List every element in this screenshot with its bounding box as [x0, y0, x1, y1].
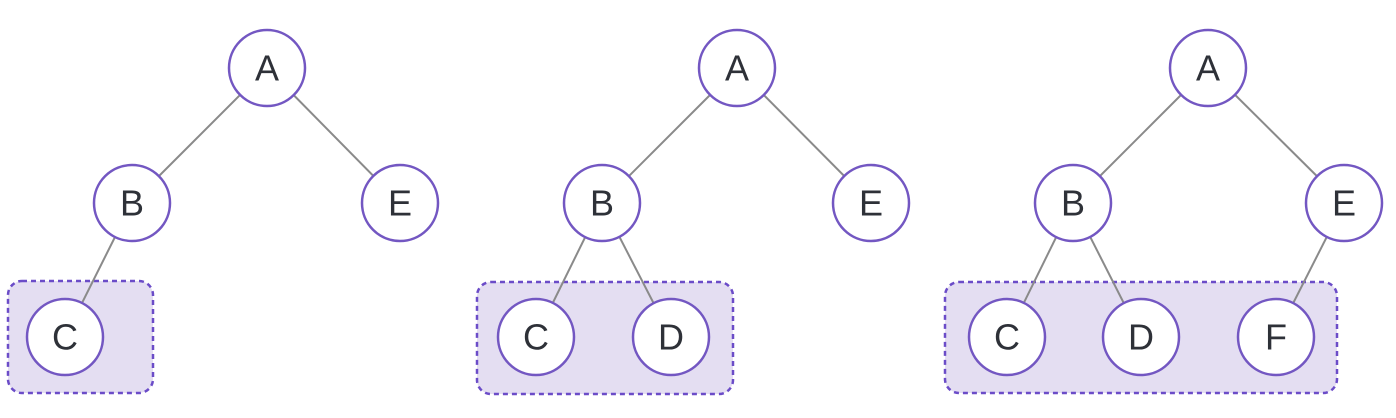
tree-3-node-label-B: B	[1061, 183, 1085, 224]
tree-1-node-circle-A	[227, 28, 307, 108]
tree-2-node-label-C: C	[523, 317, 549, 358]
tree-3-node-A: A	[1168, 28, 1248, 108]
tree-3-node-label-A: A	[1196, 48, 1220, 89]
tree-3-node-E: E	[1304, 163, 1384, 243]
tree-1-node-circle-E	[360, 163, 440, 243]
tree-2-node-circle-B	[562, 163, 642, 243]
tree-2-node-label-A: A	[725, 48, 749, 89]
tree-1-node-B: B	[92, 163, 172, 243]
tree-3-node-B: B	[1033, 163, 1113, 243]
tree-3-node-label-F: F	[1265, 317, 1287, 358]
tree-3-node-D: D	[1101, 297, 1181, 377]
tree-3-node-C: C	[967, 297, 1047, 377]
tree-1-node-label-E: E	[388, 183, 412, 224]
tree-1-node-circle-B	[92, 163, 172, 243]
tree-1-node-A: A	[227, 28, 307, 108]
tree-3-node-circle-D	[1101, 297, 1181, 377]
tree-3-node-circle-C	[967, 297, 1047, 377]
tree-3-node-F: F	[1236, 297, 1316, 377]
tree-2-node-C: C	[496, 297, 576, 377]
tree-3-node-circle-B	[1033, 163, 1113, 243]
tree-1-node-C: C	[25, 297, 105, 377]
tree-3-node-label-D: D	[1128, 317, 1154, 358]
tree-1: A B E C	[6, 28, 440, 395]
tree-1-node-E: E	[360, 163, 440, 243]
tree-2-node-A: A	[697, 28, 777, 108]
tree-3-node-circle-F	[1236, 297, 1316, 377]
tree-2-node-label-E: E	[859, 183, 883, 224]
tree-3-node-circle-E	[1304, 163, 1384, 243]
tree-2-node-B: B	[562, 163, 642, 243]
tree-3-node-label-E: E	[1332, 183, 1356, 224]
tree-3-node-circle-A	[1168, 28, 1248, 108]
tree-2-node-circle-E	[831, 163, 911, 243]
tree-1-node-label-A: A	[255, 48, 279, 89]
tree-3: A B E C D F	[943, 28, 1384, 395]
tree-2-node-label-B: B	[590, 183, 614, 224]
tree-2-node-D: D	[631, 297, 711, 377]
tree-1-node-label-C: C	[52, 317, 78, 358]
tree-1-node-circle-C	[25, 297, 105, 377]
tree-2-node-circle-D	[631, 297, 711, 377]
tree-2-node-E: E	[831, 163, 911, 243]
tree-2-node-circle-C	[496, 297, 576, 377]
tree-2-node-label-D: D	[658, 317, 684, 358]
tree-1-node-label-B: B	[120, 183, 144, 224]
tree-2-node-circle-A	[697, 28, 777, 108]
tree-2: A B E C D	[475, 28, 911, 396]
tree-3-node-label-C: C	[994, 317, 1020, 358]
